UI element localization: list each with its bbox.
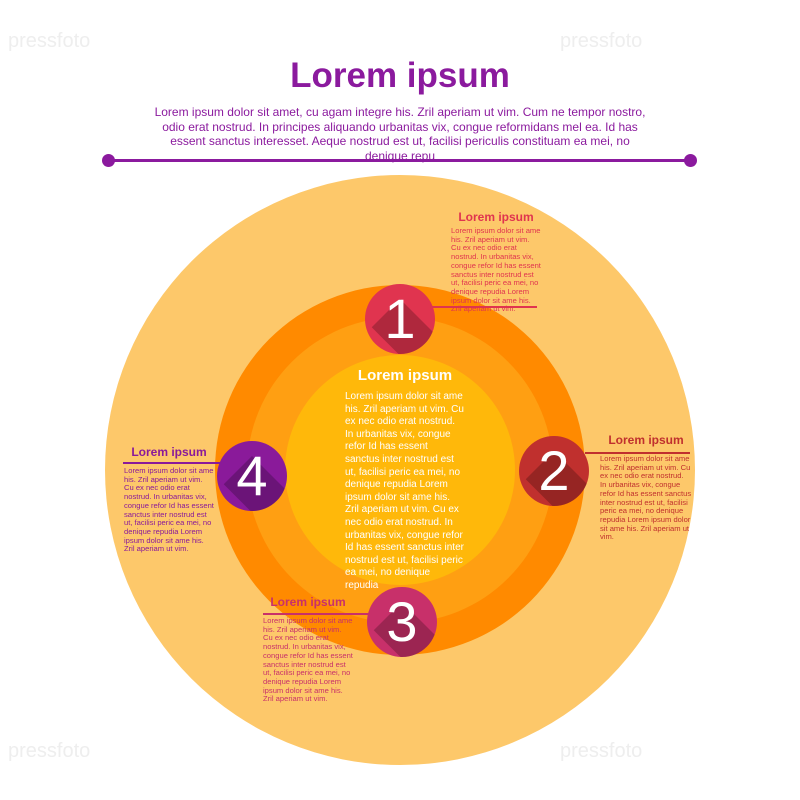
connector-line-2 [585,452,690,454]
step-badge-4: 4 [217,441,287,511]
connector-line-3 [263,613,370,615]
watermark: pressfoto [8,30,91,52]
intro-text: Lorem ipsum dolor sit amet, cu agam inte… [154,105,646,163]
connector-line-1 [430,306,537,308]
watermark: pressfoto [560,740,643,762]
step-text: Lorem ipsum dolor sit ame his. Zril aper… [600,454,692,542]
watermark: pressfoto [560,30,643,52]
step-badge-2: 2 [519,436,589,506]
step-block-1: Lorem ipsum Lorem ipsum dolor sit ame hi… [451,210,541,314]
step-text: Lorem ipsum dolor sit ame his. Zril aper… [263,616,353,704]
step-text: Lorem ipsum dolor sit ame his. Zril aper… [451,226,541,314]
divider [108,159,690,162]
center-block: Lorem ipsum Lorem ipsum dolor sit ame hi… [335,366,475,593]
center-text: Lorem ipsum dolor sit ame his. Zril aper… [345,391,464,591]
step-text: Lorem ipsum dolor sit ame his. Zril aper… [124,466,214,554]
step-title: Lorem ipsum [270,595,346,609]
connector-line-4 [123,462,223,464]
step-block-4: Lorem ipsum Lorem ipsum dolor sit ame hi… [124,445,214,554]
step-block-3: Lorem ipsum Lorem ipsum dolor sit ame hi… [263,595,353,704]
step-badge-3: 3 [367,587,437,657]
page-title: Lorem ipsum [290,56,510,95]
step-title: Lorem ipsum [131,445,207,459]
inner-circle [285,355,515,585]
divider-dot [684,154,697,167]
divider-dot [102,154,115,167]
watermark: pressfoto [8,740,91,762]
step-title: Lorem ipsum [608,433,684,447]
step-badge-1: 1 [365,284,435,354]
step-block-2: Lorem ipsum Lorem ipsum dolor sit ame hi… [600,433,692,542]
center-title: Lorem ipsum [357,367,453,384]
step-title: Lorem ipsum [458,210,534,224]
